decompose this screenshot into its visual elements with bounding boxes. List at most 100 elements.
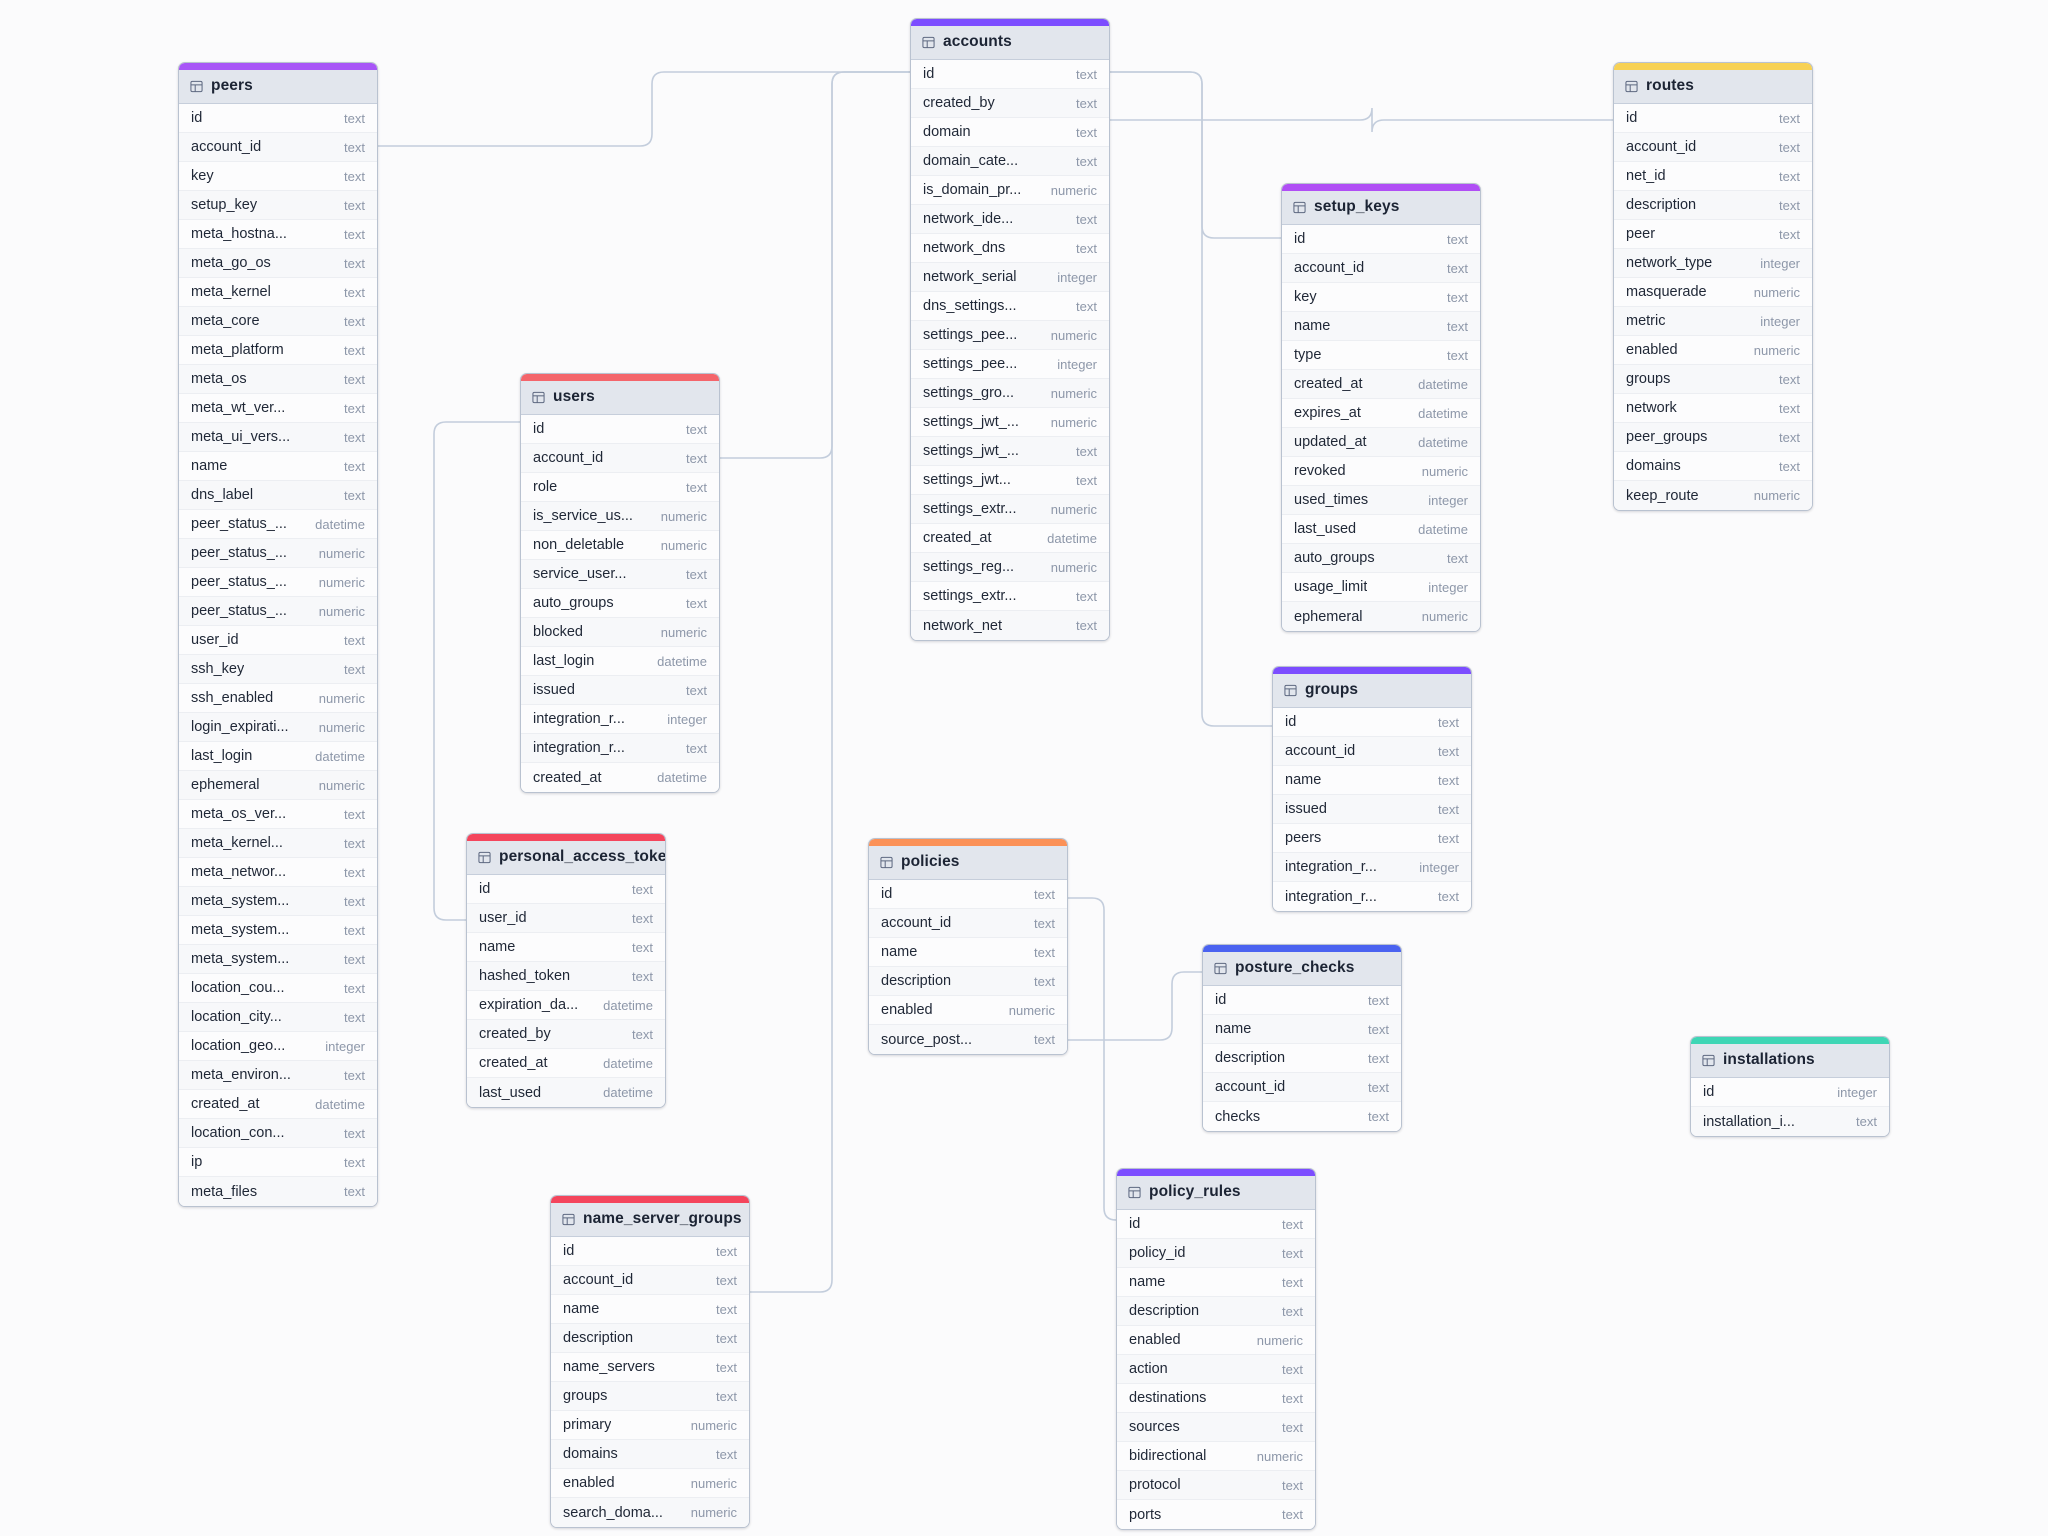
column-row[interactable]: meta_environ...text <box>179 1061 377 1090</box>
column-row[interactable]: integration_r...text <box>521 734 719 763</box>
table-header-users[interactable]: users <box>521 381 719 415</box>
table-header-policy_rules[interactable]: policy_rules <box>1117 1176 1315 1210</box>
column-row[interactable]: meta_system...text <box>179 945 377 974</box>
table-header-installations[interactable]: installations <box>1691 1044 1889 1078</box>
column-row[interactable]: integration_r...integer <box>521 705 719 734</box>
column-row[interactable]: meta_os_ver...text <box>179 800 377 829</box>
column-row[interactable]: domain_cate...text <box>911 147 1109 176</box>
table-header-name_server_groups[interactable]: name_server_groups <box>551 1203 749 1237</box>
column-row[interactable]: network_ide...text <box>911 205 1109 234</box>
column-row[interactable]: service_user...text <box>521 560 719 589</box>
column-row[interactable]: settings_pee...integer <box>911 350 1109 379</box>
column-row[interactable]: meta_kernel...text <box>179 829 377 858</box>
column-row[interactable]: meta_wt_ver...text <box>179 394 377 423</box>
column-row[interactable]: is_domain_pr...numeric <box>911 176 1109 205</box>
column-row[interactable]: settings_reg...numeric <box>911 553 1109 582</box>
column-row[interactable]: settings_jwt...text <box>911 466 1109 495</box>
column-row[interactable]: peer_status_...datetime <box>179 510 377 539</box>
column-row[interactable]: peer_status_...numeric <box>179 539 377 568</box>
column-row[interactable]: integration_r...integer <box>1273 853 1471 882</box>
column-row[interactable]: source_post...text <box>869 1025 1067 1054</box>
table-header-setup_keys[interactable]: setup_keys <box>1282 191 1480 225</box>
column-row[interactable]: settings_extr...text <box>911 582 1109 611</box>
table-header-peers[interactable]: peers <box>179 70 377 104</box>
